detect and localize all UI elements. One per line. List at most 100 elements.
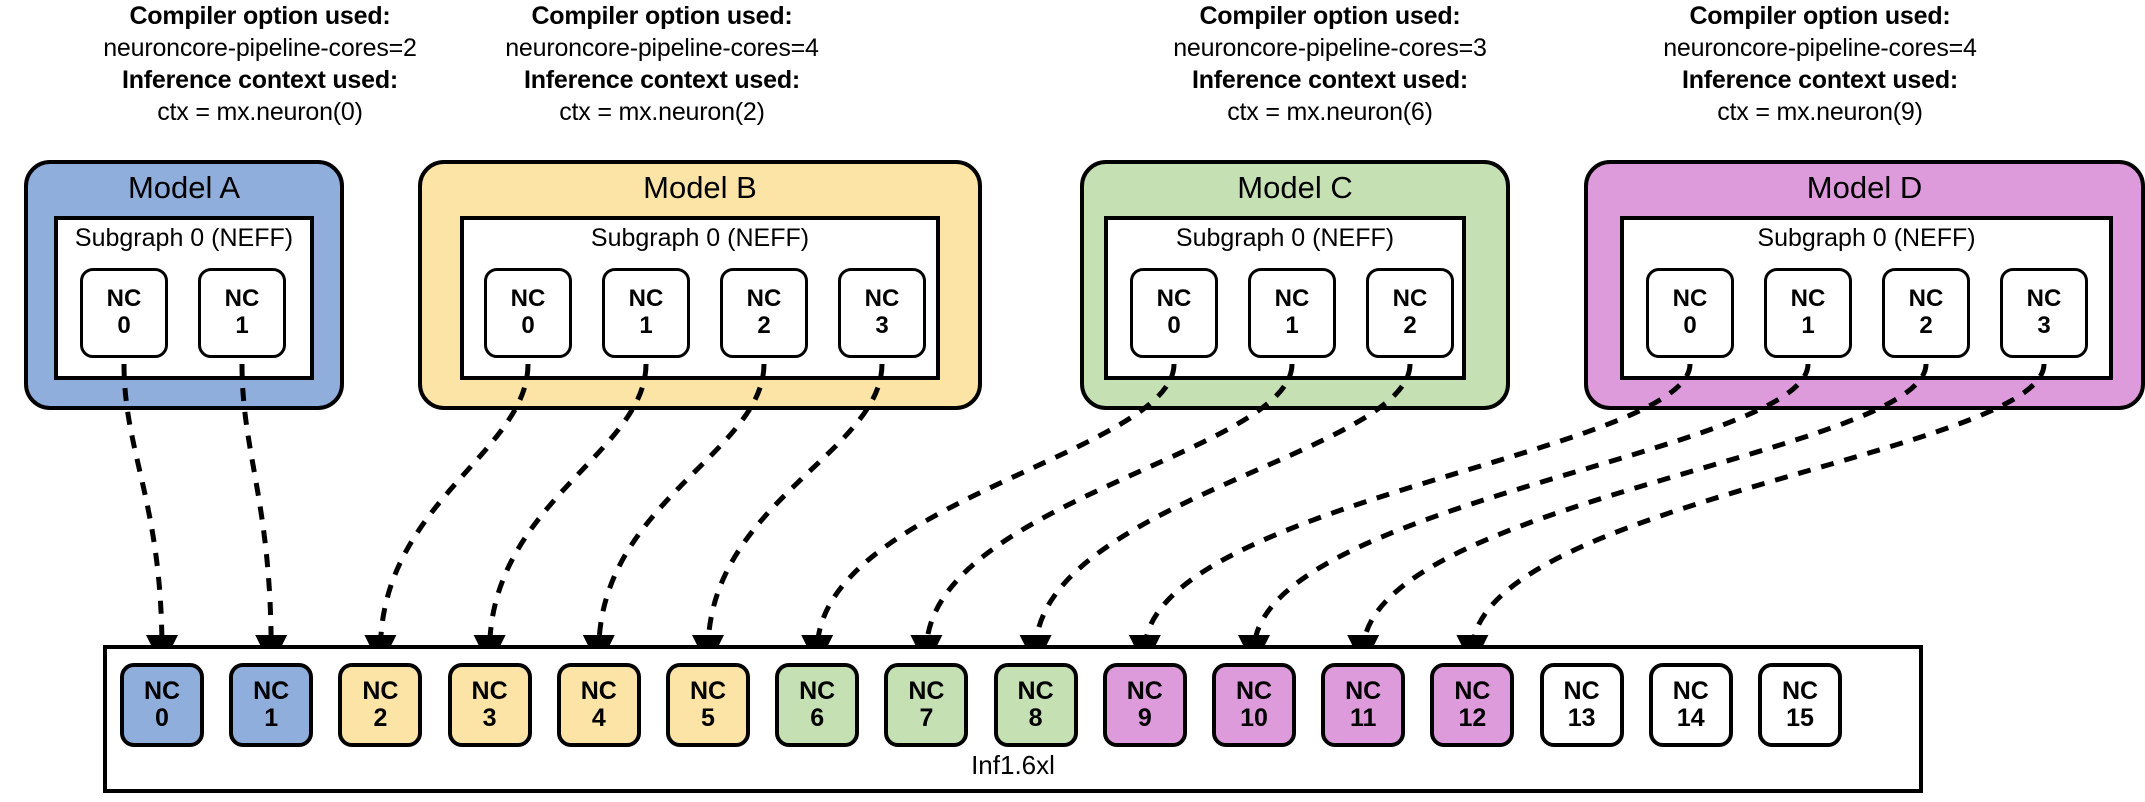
core-index: 1	[639, 312, 653, 339]
inference-context-value: ctx = mx.neuron(6)	[1227, 98, 1433, 126]
core-name: NC	[253, 676, 290, 705]
device-label: Inf1.6xl	[971, 750, 1055, 780]
inference-context-label: Inference context used:	[1191, 66, 1469, 94]
model-core-1[interactable]: NC 1	[602, 268, 690, 358]
core-name: NC	[1235, 676, 1273, 705]
compiler-option-label: Compiler option used:	[1199, 2, 1461, 30]
model-title: Model B	[643, 170, 757, 205]
model-core-3[interactable]: NC 3	[2000, 268, 2088, 358]
core-index: 0	[1683, 312, 1697, 339]
core-name: NC	[580, 676, 617, 705]
core-name: NC	[1563, 676, 1600, 705]
core-name: NC	[2026, 285, 2062, 313]
subgraph-box: Subgraph 0 (NEFF) NC 0 NC 1 NC 2	[1104, 216, 1466, 380]
compiler-option-label: Compiler option used:	[1689, 2, 1951, 30]
core-index: 0	[1167, 312, 1181, 339]
core-index: 11	[1349, 704, 1377, 732]
subgraph-box: Subgraph 0 (NEFF) NC 0 NC 1 NC 2 NC 3	[460, 216, 940, 380]
core-index: 2	[1919, 312, 1933, 339]
core-name: NC	[864, 285, 900, 313]
model-core-0[interactable]: NC 0	[1646, 268, 1734, 358]
core-name: NC	[224, 285, 260, 313]
model-card-c[interactable]: Model C Subgraph 0 (NEFF) NC 0 NC 1 NC 2	[1080, 160, 1510, 410]
model-card-a[interactable]: Model A Subgraph 0 (NEFF) NC 0 NC 1	[24, 160, 344, 410]
core-name: NC	[628, 285, 664, 313]
core-index: 2	[1403, 312, 1417, 339]
model-title: Model D	[1806, 170, 1923, 205]
model-core-2[interactable]: NC 2	[720, 268, 808, 358]
core-name: NC	[1781, 676, 1819, 705]
model-core-2[interactable]: NC 2	[1366, 268, 1454, 358]
core-index: 4	[591, 704, 606, 732]
core-name: NC	[1672, 676, 1709, 705]
model-core-0[interactable]: NC 0	[80, 268, 168, 358]
core-index: 0	[155, 704, 169, 732]
core-name: NC	[1908, 285, 1944, 313]
compiler-option-label: Compiler option used:	[531, 2, 793, 30]
core-index: 6	[810, 704, 825, 732]
model-card-b[interactable]: Model B Subgraph 0 (NEFF) NC 0 NC 1 NC 2…	[418, 160, 982, 410]
core-index: 3	[875, 312, 889, 339]
core-name: NC	[689, 676, 727, 705]
model-core-2[interactable]: NC 2	[1882, 268, 1970, 358]
model-core-0[interactable]: NC 0	[1130, 268, 1218, 358]
core-index: 1	[1285, 312, 1299, 339]
inference-context-value: ctx = mx.neuron(0)	[157, 98, 363, 126]
model-title: Model A	[127, 170, 240, 205]
model-core-1[interactable]: NC 1	[1248, 268, 1336, 358]
subgraph-label: Subgraph 0 (NEFF)	[1757, 224, 1976, 252]
model-core-1[interactable]: NC 1	[198, 268, 286, 358]
core-index: 1	[264, 704, 279, 732]
core-name: NC	[1017, 676, 1054, 705]
core-name: NC	[908, 676, 945, 705]
inference-context-label: Inference context used:	[1681, 66, 1959, 94]
core-index: 14	[1676, 704, 1705, 732]
caption-model-b: Compiler option used: neuroncore-pipelin…	[352, 0, 972, 128]
subgraph-box: Subgraph 0 (NEFF) NC 0 NC 1	[54, 216, 314, 380]
core-name: NC	[746, 285, 782, 313]
core-name: NC	[1156, 285, 1192, 313]
core-index: 15	[1786, 704, 1814, 732]
core-name: NC	[510, 285, 546, 313]
subgraph-label: Subgraph 0 (NEFF)	[590, 224, 810, 252]
compiler-option-value: neuroncore-pipeline-cores=4	[505, 34, 819, 62]
caption-model-c: Compiler option used: neuroncore-pipelin…	[1020, 0, 1640, 128]
caption-model-a: Compiler option used: neuroncore-pipelin…	[0, 0, 520, 128]
compiler-option-value: neuroncore-pipeline-cores=2	[103, 34, 417, 62]
core-index: 8	[1028, 704, 1043, 732]
core-name: NC	[1790, 285, 1826, 313]
subgraph-label: Subgraph 0 (NEFF)	[1175, 224, 1395, 252]
model-card-d[interactable]: Model D Subgraph 0 (NEFF) NC 0 NC 1 NC 2…	[1584, 160, 2145, 410]
core-name: NC	[1345, 676, 1382, 705]
core-name: NC	[1274, 285, 1310, 313]
core-index: 12	[1458, 704, 1487, 732]
model-core-0[interactable]: NC 0	[484, 268, 572, 358]
core-name: NC	[1454, 676, 1491, 705]
core-index: 2	[373, 704, 388, 732]
core-index: 7	[919, 704, 934, 732]
core-name: NC	[143, 676, 181, 705]
core-index: 9	[1137, 704, 1152, 732]
core-name: NC	[799, 676, 836, 705]
model-title: Model C	[1237, 170, 1353, 205]
model-core-1[interactable]: NC 1	[1764, 268, 1852, 358]
subgraph-label: Subgraph 0 (NEFF)	[74, 224, 294, 252]
model-core-3[interactable]: NC 3	[838, 268, 926, 358]
caption-model-d: Compiler option used: neuroncore-pipelin…	[1510, 0, 2130, 128]
